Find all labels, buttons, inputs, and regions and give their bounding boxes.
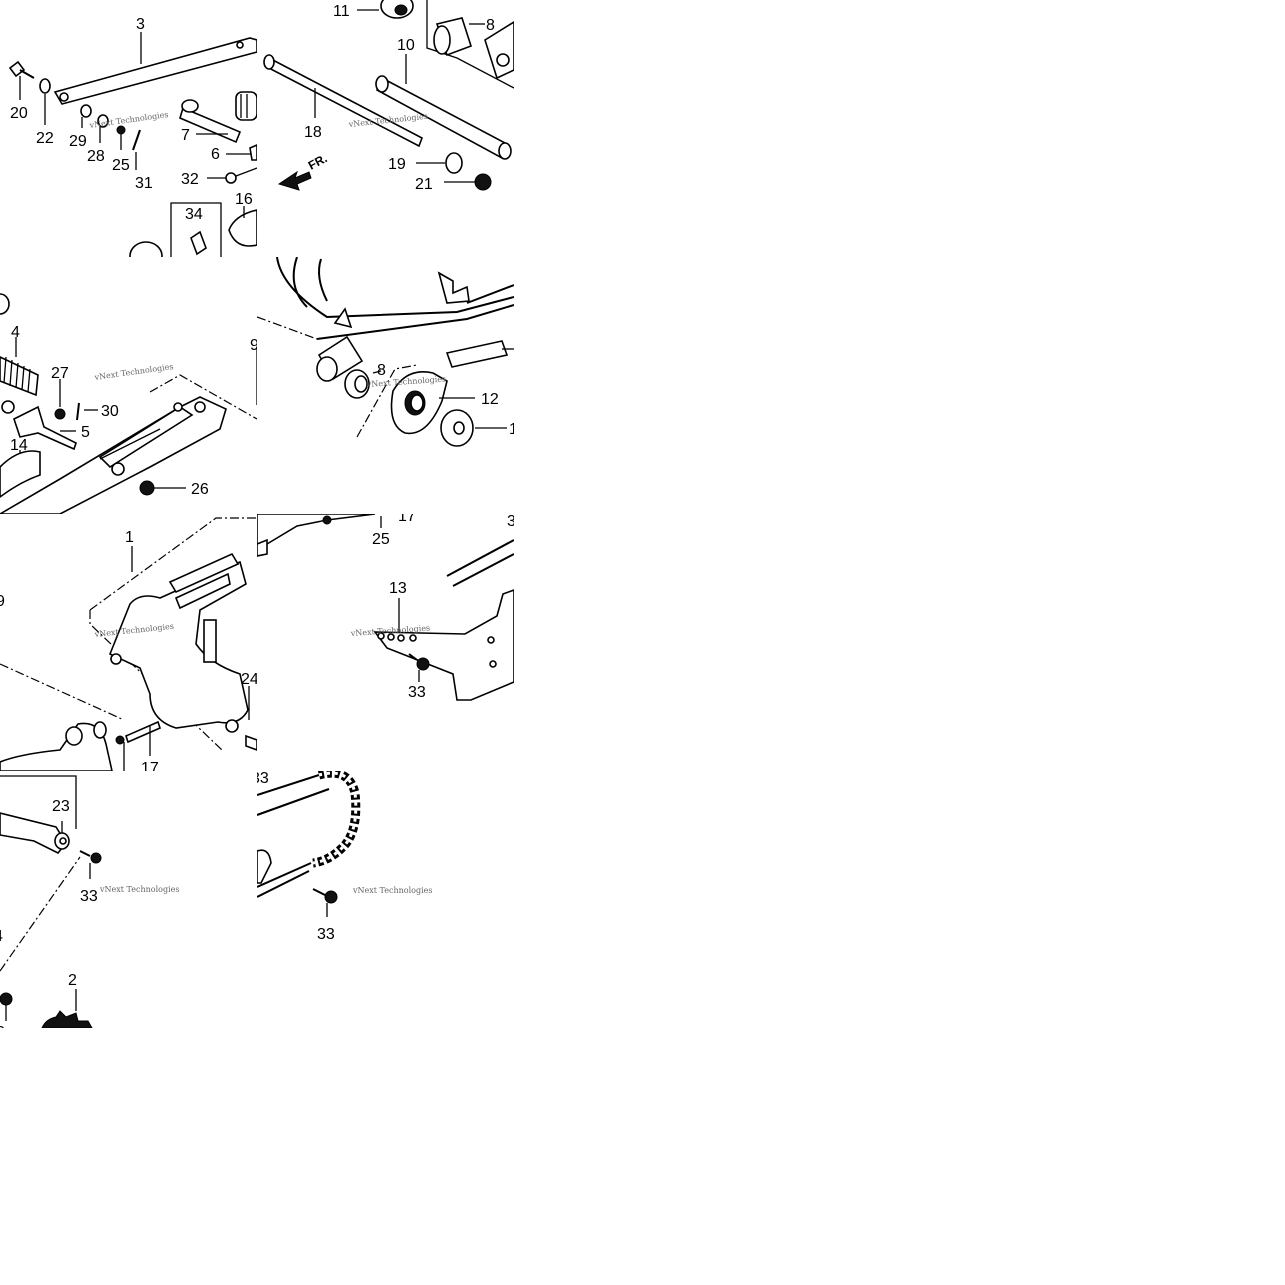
direction-label: FR. bbox=[306, 151, 330, 172]
chain-case-edge bbox=[257, 514, 376, 551]
chain-guide-bracket-13 bbox=[373, 589, 514, 701]
watermark: vNext Technologies bbox=[93, 362, 174, 382]
callout-label: 11 bbox=[256, 679, 257, 696]
callout-label: 1 bbox=[125, 529, 134, 546]
washer-22 bbox=[39, 78, 51, 94]
watermark: vNext Technologies bbox=[88, 110, 169, 130]
callout-label: 29 bbox=[69, 133, 87, 150]
bolt-33 bbox=[416, 657, 430, 671]
swingarm-end bbox=[0, 722, 113, 771]
callout-label: 34 bbox=[185, 206, 203, 223]
direction-arrow-icon bbox=[277, 170, 312, 191]
callout-label: 12 bbox=[481, 391, 499, 408]
watermark: vNext Technologies bbox=[352, 886, 432, 895]
callout-label: 24 bbox=[241, 671, 257, 688]
nut bbox=[0, 992, 13, 1006]
callout-label: 9 bbox=[0, 593, 5, 610]
washer bbox=[115, 735, 125, 745]
drive-chain bbox=[312, 771, 361, 868]
diagram-tile-mid-right: vNext Technologies 8 12 1 bbox=[257, 257, 514, 514]
washer-19 bbox=[445, 152, 463, 174]
bolt-33 bbox=[90, 852, 102, 864]
callout-label: 8 bbox=[486, 17, 495, 34]
grease-nipple-34 bbox=[190, 230, 207, 256]
callout-label: 33 bbox=[257, 771, 269, 787]
diagram-tile-top-left: vNext Technologies 3 20 22 29 28 25 31 7… bbox=[0, 0, 257, 257]
footpeg-bracket-5 bbox=[13, 405, 77, 451]
callout-label: 26 bbox=[191, 481, 209, 498]
sprocket-2 bbox=[41, 1010, 93, 1028]
callout-label: 10 bbox=[397, 37, 415, 54]
callout-label: 27 bbox=[51, 365, 69, 382]
callout-label: 3 bbox=[507, 514, 514, 530]
washer-29 bbox=[80, 104, 92, 118]
callout-label: 13 bbox=[389, 580, 407, 597]
callout-label: 23 bbox=[52, 798, 70, 815]
pin-32 bbox=[225, 172, 237, 184]
callout-label: 3 bbox=[136, 16, 145, 33]
link-plate-3 bbox=[53, 37, 257, 105]
watermark: vNext Technologies bbox=[99, 885, 179, 894]
callout-label: 31 bbox=[135, 175, 153, 192]
nut-26 bbox=[139, 480, 155, 496]
callout-label: 5 bbox=[81, 424, 90, 441]
callout-label: 20 bbox=[10, 105, 28, 122]
callout-label: 33 bbox=[317, 926, 335, 943]
diagram-tile-bottom-left: vNext Technologies 23 33 4 2 3 bbox=[0, 771, 257, 1028]
callout-label: 1 bbox=[509, 421, 514, 438]
callout-label: 8 bbox=[377, 362, 386, 379]
callout-label: 2 bbox=[68, 972, 77, 989]
bolt-17 bbox=[125, 720, 161, 744]
callout-label: 28 bbox=[87, 148, 105, 165]
washer-28 bbox=[97, 114, 109, 128]
callout-label: 4 bbox=[0, 928, 3, 945]
callout-label: 16 bbox=[235, 191, 253, 208]
frame-part-14 bbox=[0, 450, 41, 498]
callout-label: 32 bbox=[181, 171, 199, 188]
bolt-20 bbox=[8, 60, 26, 78]
diagram-tile-top-right: FR. vNext Technologies 11 8 10 18 19 21 bbox=[257, 0, 514, 257]
callout-label: 30 bbox=[101, 403, 119, 420]
callout-label: 22 bbox=[36, 130, 54, 147]
callout-label: 18 bbox=[304, 124, 322, 141]
callout-label: 11 bbox=[333, 3, 350, 20]
frame-bracket bbox=[437, 271, 470, 304]
callout-label: 17 bbox=[398, 514, 416, 525]
cotter-pin-30 bbox=[76, 402, 80, 421]
callout-label: 25 bbox=[112, 157, 130, 174]
diagram-tile-mid-left: vNext Technologies 4 27 30 5 14 9 26 bbox=[0, 257, 257, 514]
callout-label: 25 bbox=[372, 531, 390, 548]
bolt-33 bbox=[324, 890, 338, 904]
callout-label: 6 bbox=[211, 146, 220, 163]
diagram-tile-low-right: vNext Technologies 25 17 3 13 33 bbox=[257, 514, 514, 771]
swingarm-arm bbox=[0, 812, 67, 855]
callout-label: 17 bbox=[141, 760, 159, 771]
nut-21 bbox=[474, 173, 492, 191]
callout-label: 33 bbox=[408, 684, 426, 701]
nut-25 bbox=[116, 125, 126, 135]
pipe-16 bbox=[228, 209, 257, 247]
callout-label: 33 bbox=[80, 888, 98, 905]
nut-27 bbox=[54, 408, 66, 420]
diagram-tile-low-left: vNext Technologies 1 9 15 24 11 17 bbox=[0, 514, 257, 771]
callout-label: 14 bbox=[10, 437, 28, 454]
callout-label: 21 bbox=[415, 176, 433, 193]
callout-label: 7 bbox=[181, 127, 190, 144]
callout-label: 3 bbox=[0, 1024, 5, 1028]
callout-label: 19 bbox=[388, 156, 406, 173]
callout-label: 4 bbox=[11, 324, 20, 341]
callout-label: 9 bbox=[250, 337, 257, 354]
chain-case-1 bbox=[108, 560, 249, 729]
cotter-pin-31 bbox=[132, 129, 141, 151]
diagram-tile-bottom-right: vNext Technologies 33 33 bbox=[257, 771, 514, 1028]
